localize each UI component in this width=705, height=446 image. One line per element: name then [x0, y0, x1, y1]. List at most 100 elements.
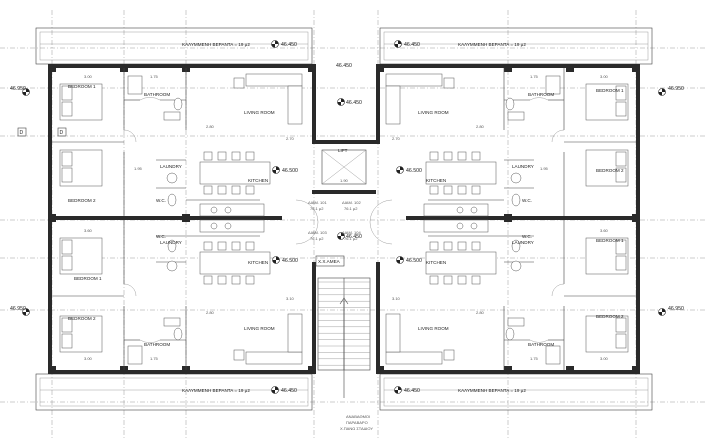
level-edge-left-bottom: 46.950 — [10, 306, 26, 312]
level-corridor-lower: 46.450 — [346, 234, 362, 240]
dim-13: 3.60 — [84, 228, 93, 233]
veranda-bottom-left-label: ΚΑΛΥΜΜΕΝΗ ΒΕΡΑΝΤΑ = 19 μ2 — [182, 388, 250, 393]
veranda-top-right-label: ΚΑΛΥΜΜΕΝΗ ΒΕΡΑΝΤΑ = 19 μ2 — [458, 42, 526, 47]
apt-104-area: 76.1 μ2 — [344, 236, 358, 241]
label-kitchen-bl: KITCHEN — [248, 260, 268, 265]
apt-102-label: ΔΙΑΜ. 102 — [342, 200, 361, 205]
label-kitchen-tr: KITCHEN — [426, 178, 446, 183]
dim-16: 1.95 — [540, 166, 549, 171]
kitchen-counters — [199, 203, 489, 233]
dim-12: 2.80 — [476, 310, 485, 315]
label-bedroom1-tr: BEDROOM 1 — [596, 88, 624, 93]
veranda-bottom-right-label: ΚΑΛΥΜΜΕΝΗ ΒΕΡΑΝΤΑ = 19 μ2 — [458, 388, 526, 393]
dim-6: 1.75 — [530, 74, 539, 79]
label-bedroom2-tr: BEDROOM 2 — [596, 168, 624, 173]
dim-21: 3.10 — [392, 296, 401, 301]
label-kitchen-tl: KITCHEN — [248, 178, 268, 183]
dim-9: 2.80 — [206, 124, 215, 129]
stair-note-line1: ΑΝΑΒΑΘΜΟΙ — [346, 414, 370, 419]
lift-shaft — [312, 140, 376, 194]
level-kitchen-br: 46.500 — [406, 258, 422, 264]
stair-note: ΑΝΑΒΑΘΜΟΙ ΠΑΡΑΒΑΡΟ Χ.ΠΑΝΩ ΣΤΑΔΙΟΥ — [340, 414, 373, 431]
dim-14: 3.60 — [600, 228, 609, 233]
dim-10: 2.80 — [476, 124, 485, 129]
level-kitchen-bl: 46.500 — [282, 258, 298, 264]
level-edge-left-top: 46.950 — [10, 86, 26, 92]
interior-partitions — [52, 68, 636, 370]
label-bedroom2-tl: BEDROOM 2 — [68, 198, 96, 203]
label-bedroom1-br: BEDROOM 1 — [596, 238, 624, 243]
level-kitchen-tr: 46.500 — [406, 168, 422, 174]
label-living-tr: LIVING ROOM — [418, 110, 449, 115]
label-living-bl: LIVING ROOM — [244, 326, 275, 331]
apt-103-label: ΔΙΑΜ. 103 — [308, 230, 327, 235]
veranda-bottom-left — [35, 373, 313, 411]
dim-2: 1.75 — [150, 74, 159, 79]
label-bathroom-bl: BATHROOM — [144, 342, 170, 347]
room-labels: BEDROOM 1 BEDROOM 2 BEDROOM 1 BEDROOM 2 … — [68, 84, 624, 347]
dim-5: 3.00 — [600, 74, 609, 79]
level-veranda-br: 46.450 — [404, 388, 420, 394]
stair-label-box — [315, 255, 345, 267]
veranda-labels: ΚΑΛΥΜΜΕΝΗ ΒΕΡΑΝΤΑ = 19 μ2 ΚΑΛΥΜΜΕΝΗ ΒΕΡΑ… — [182, 42, 526, 393]
label-bedroom2-br: BEDROOM 2 — [596, 314, 624, 319]
label-bedroom2-bl: BEDROOM 2 — [68, 316, 96, 321]
dining-tables — [199, 151, 497, 285]
label-wc-tl: W.C. — [156, 198, 166, 203]
level-corridor-top: 46.450 — [336, 63, 352, 69]
label-stair-store: Χ.Χ.ΑΜΕΑ — [318, 259, 341, 264]
beds — [59, 83, 629, 353]
apartment-labels: ΔΙΑΜ. 101 76.1 μ2 ΔΙΑΜ. 102 76.1 μ2 ΔΙΑΜ… — [308, 200, 361, 241]
label-bathroom-br: BATHROOM — [528, 342, 554, 347]
dim-15: 1.95 — [134, 166, 143, 171]
label-laundry-bl: LAUNDRY — [160, 240, 182, 245]
dim-20: 3.10 — [286, 296, 295, 301]
label-bathroom-tr: BATHROOM — [528, 92, 554, 97]
label-bedroom1-bl: BEDROOM 1 — [74, 276, 102, 281]
label-bathroom-tl: BATHROOM — [144, 92, 170, 97]
veranda-top-left — [35, 27, 313, 65]
dim-1: 3.00 — [84, 74, 93, 79]
apt-101-label: ΔΙΑΜ. 101 — [308, 200, 327, 205]
label-wc-bl: W.C. — [156, 234, 166, 239]
label-kitchen-br: KITCHEN — [426, 260, 446, 265]
level-veranda-tl: 46.450 — [281, 42, 297, 48]
apt-102-area: 76.1 μ2 — [344, 206, 358, 211]
veranda-top-left-label: ΚΑΛΥΜΜΕΝΗ ΒΕΡΑΝΤΑ = 19 μ2 — [182, 42, 250, 47]
level-kitchen-tl: 46.500 — [282, 168, 298, 174]
level-labels: 46.450 46.450 46.450 46.450 46.450 46.45… — [10, 42, 684, 394]
apt-104-label: ΔΙΑΜ. 104 — [342, 230, 361, 235]
label-laundry-tr: LAUNDRY — [512, 164, 534, 169]
label-wc-br: W.C. — [522, 234, 532, 239]
label-laundry-br: LAUNDRY — [512, 240, 534, 245]
stair-note-line3: Χ.ΠΑΝΩ ΣΤΑΔΙΟΥ — [340, 426, 373, 431]
dim-11: 2.80 — [206, 310, 215, 315]
dim-17: 1.90 — [340, 178, 349, 183]
apt-103-area: 76.1 μ2 — [310, 236, 324, 241]
dim-19: 2.70 — [392, 136, 401, 141]
label-wc-tr: W.C. — [522, 198, 532, 203]
dim-18: 2.70 — [286, 136, 295, 141]
grid-marker-c: D — [20, 130, 24, 136]
dim-8: 1.75 — [530, 356, 539, 361]
dim-7: 3.00 — [600, 356, 609, 361]
label-lift: LIFT — [338, 148, 348, 153]
stair-treads — [318, 281, 370, 366]
dimension-labels: 3.00 1.75 3.00 1.75 3.00 1.75 3.00 1.75 … — [84, 74, 609, 361]
stair-arrow — [339, 297, 349, 398]
level-veranda-tr: 46.450 — [404, 42, 420, 48]
stair-note-line2: ΠΑΡΑΒΑΡΟ — [346, 420, 368, 425]
level-marker-icons — [22, 40, 666, 394]
sofas — [233, 73, 455, 365]
level-veranda-bl: 46.450 — [281, 388, 297, 394]
dim-4: 1.75 — [150, 356, 159, 361]
grid-reference-boxes: D D — [17, 127, 67, 137]
label-bedroom1-tl: BEDROOM 1 — [68, 84, 96, 89]
apt-101-area: 76.1 μ2 — [310, 206, 324, 211]
level-corridor-upper: 46.450 — [346, 100, 362, 106]
dim-3: 3.00 — [84, 356, 93, 361]
label-living-tl: LIVING ROOM — [244, 110, 275, 115]
label-living-br: LIVING ROOM — [418, 326, 449, 331]
level-edge-right-bottom: 46.950 — [668, 306, 684, 312]
